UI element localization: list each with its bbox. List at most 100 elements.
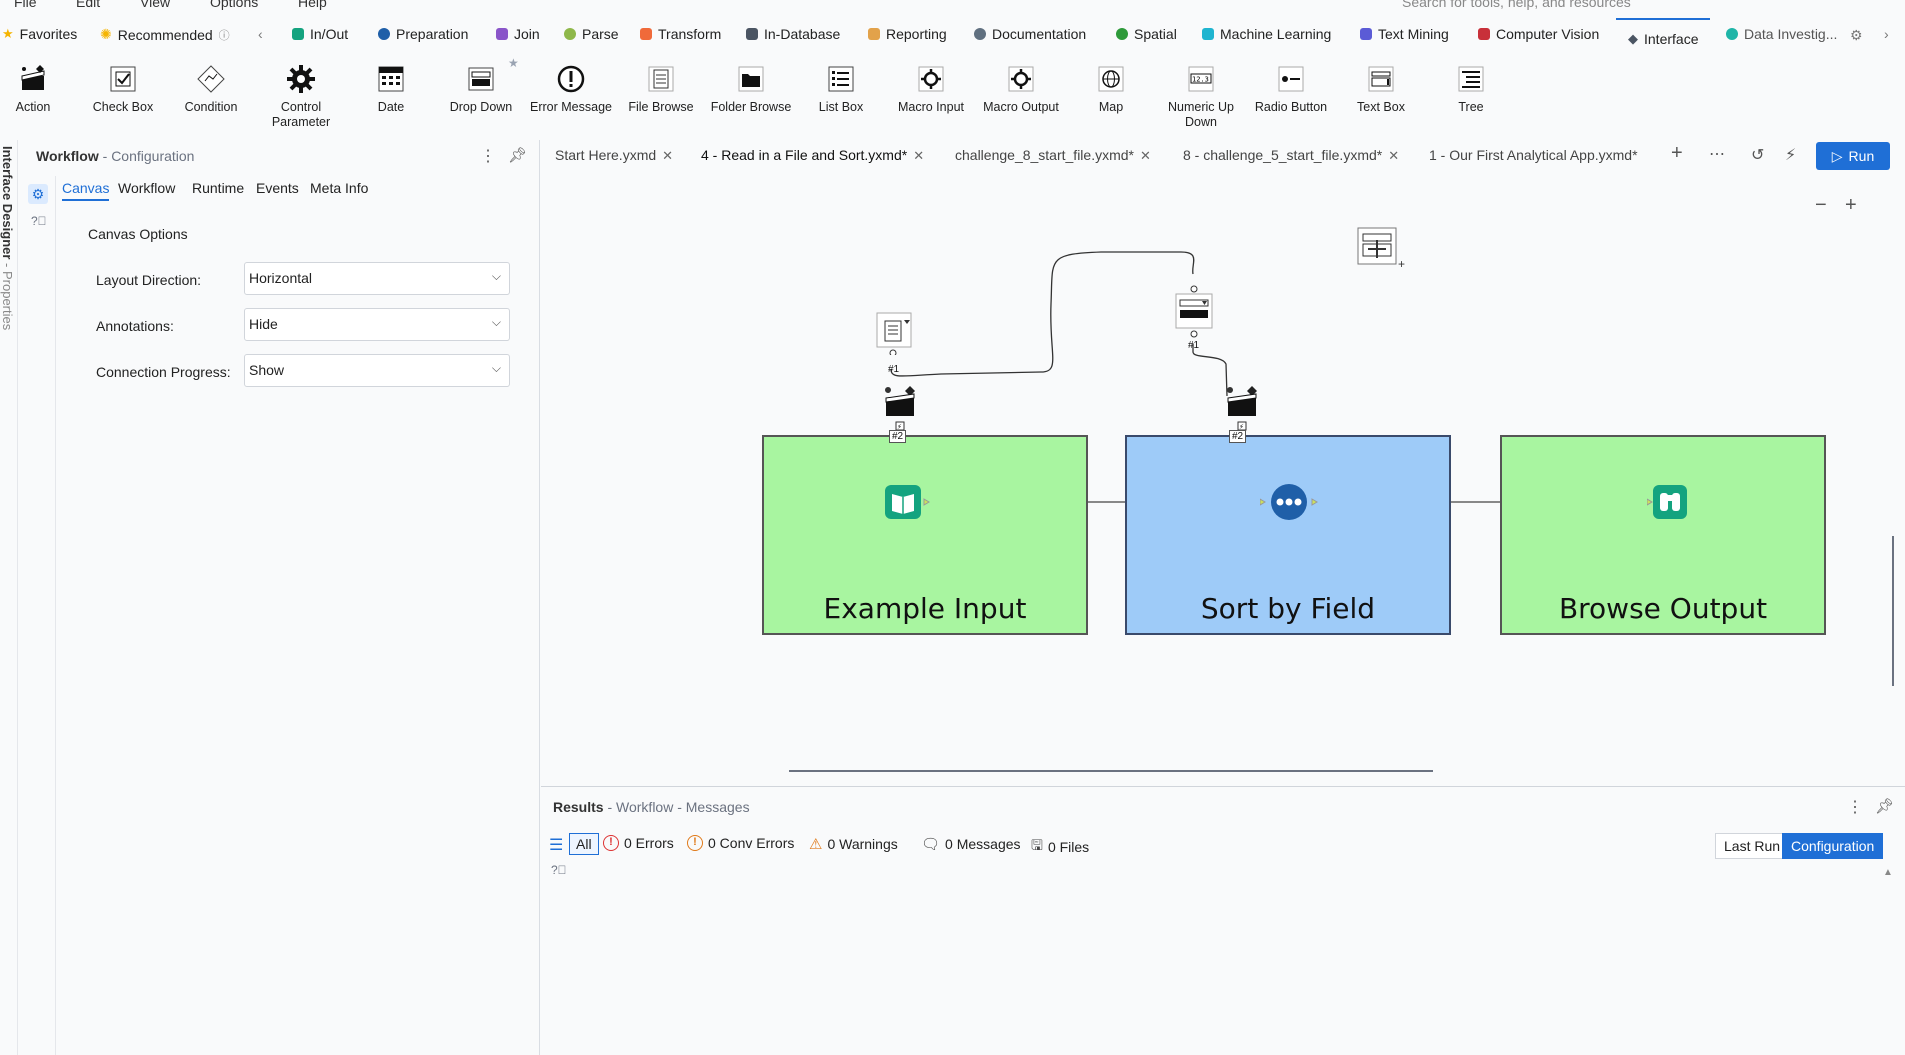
file-browse-node[interactable] [875,311,915,358]
sort-node[interactable] [1259,482,1320,527]
tab-runtime[interactable]: Runtime [192,180,245,196]
more-options-icon[interactable]: ⋮ [1847,799,1863,816]
layout-direction-select[interactable]: Horizontal⌵ [244,262,510,295]
input-data-node[interactable] [884,482,930,525]
tab-meta-info[interactable]: Meta Info [310,180,369,196]
doc-tab-challenge-8[interactable]: challenge_8_start_file.yxmd*✕ [955,147,1151,163]
calendar-icon [376,64,406,94]
run-button[interactable]: ▷Run [1816,142,1890,170]
gear-icon[interactable]: ⚙ [1850,27,1863,43]
tool-macro-input[interactable]: Macro Input [888,64,974,115]
filter-warnings[interactable]: ⚠0 Warnings [809,836,898,853]
tool-condition[interactable]: Condition [168,64,254,115]
tool-map[interactable]: Map [1068,64,1154,115]
drop-down-node[interactable] [1174,284,1214,341]
list-view-icon[interactable]: ☰ [549,837,564,854]
menu-view[interactable]: View [140,0,171,10]
menu-help[interactable]: Help [298,0,327,10]
more-options-icon[interactable]: ⋮ [480,148,496,165]
workflow-canvas[interactable]: − + Example Input Sort by Field Browse O… [541,174,1905,784]
tab-preparation[interactable]: Preparation [378,26,468,42]
help-icon[interactable]: ?⃝ [31,214,47,228]
doc-tab-read-in-file[interactable]: 4 - Read in a File and Sort.yxmd*✕ [701,147,925,163]
tab-documentation[interactable]: Documentation [974,26,1086,42]
tab-canvas[interactable]: Canvas [62,180,110,201]
tool-control-parameter[interactable]: Control Parameter [258,64,344,130]
tool-radio-button[interactable]: Radio Button [1248,64,1334,115]
tab-spatial[interactable]: Spatial [1116,26,1177,42]
close-icon[interactable]: ✕ [1388,148,1400,163]
annotations-select[interactable]: Hide⌵ [244,308,510,341]
last-run-button[interactable]: Last Run [1715,833,1790,859]
tool-date[interactable]: Date [348,64,434,115]
tool-action[interactable]: Action [0,64,76,115]
chevron-left-icon[interactable]: ‹ [258,26,263,42]
tab-in-out[interactable]: In/Out [292,26,348,42]
dragged-text-box-tool[interactable]: + [1356,226,1406,275]
action-node-sort[interactable]: ⚡︎ [1222,384,1262,443]
magic-wand-icon[interactable]: ⚡︎ [1785,147,1797,164]
close-icon[interactable]: ✕ [662,148,674,163]
filter-errors[interactable]: !0 Errors [603,835,674,851]
tab-transform[interactable]: Transform [640,26,721,42]
more-tabs-icon[interactable]: ⋯ [1709,146,1725,163]
tab-favorites[interactable]: ★Favorites [2,26,78,42]
tab-events[interactable]: Events [256,180,299,196]
browse-node[interactable] [1646,482,1691,525]
interface-designer-tab[interactable]: Interface Designer - Properties [0,146,15,331]
container-browse-output[interactable]: Browse Output [1500,435,1826,635]
new-tab-plus-icon[interactable]: + [1671,142,1683,164]
zoom-out-icon[interactable]: − [1815,194,1827,216]
tab-machine-learning[interactable]: Machine Learning [1202,26,1331,42]
tab-parse[interactable]: Parse [564,26,619,42]
help-icon[interactable]: ?⃝ [551,863,567,877]
doc-tab-start-here[interactable]: Start Here.yxmd✕ [555,147,674,163]
filter-all[interactable]: All [569,833,599,855]
tab-interface[interactable]: ◆Interface [1616,18,1711,50]
tool-check-box[interactable]: Check Box [80,64,166,115]
close-icon[interactable]: ✕ [913,148,925,163]
tab-text-mining[interactable]: Text Mining [1360,26,1449,42]
history-icon[interactable]: ↺ [1751,147,1765,164]
chevron-right-icon[interactable]: › [1884,26,1889,42]
connection-progress-select[interactable]: Show⌵ [244,354,510,387]
tab-data-investigation[interactable]: Data Investig... [1726,26,1837,42]
tab-in-database[interactable]: In-Database [746,26,840,42]
filter-files[interactable]: 🖫0 Files [1031,835,1089,859]
tab-join[interactable]: Join [496,26,540,42]
settings-gear-icon[interactable]: ⚙ [28,184,48,204]
filter-messages[interactable]: 🗨︎0 Messages [921,836,1021,853]
favorite-star-icon[interactable]: ★ [508,56,519,70]
configuration-button[interactable]: Configuration [1782,833,1884,859]
zoom-in-icon[interactable]: + [1845,194,1857,216]
search-input[interactable]: Search for tools, help, and resources [1402,0,1631,10]
menu-file[interactable]: File [14,0,37,10]
pin-icon[interactable]: 📌︎ [1875,798,1895,815]
tab-workflow[interactable]: Workflow [118,180,176,196]
container-example-input[interactable]: Example Input [762,435,1088,635]
tab-computer-vision[interactable]: Computer Vision [1478,26,1599,42]
menu-edit[interactable]: Edit [76,0,101,10]
tool-file-browse[interactable]: File Browse [618,64,704,115]
pin-icon[interactable]: 📌︎ [508,147,528,164]
tab-reporting[interactable]: Reporting [868,26,947,42]
tool-folder-browse[interactable]: Folder Browse [708,64,794,115]
close-icon[interactable]: ✕ [1140,148,1151,163]
tool-tree[interactable]: Tree [1428,64,1514,115]
tool-drop-down[interactable]: Drop Down [438,64,524,115]
doc-tab-challenge-5[interactable]: 8 - challenge_5_start_file.yxmd*✕ [1183,147,1400,163]
doc-tab-first-analytical-app[interactable]: 1 - Our First Analytical App.yxmd* [1429,147,1638,163]
menu-options[interactable]: Options [210,0,259,10]
tool-list-box[interactable]: List Box [798,64,884,115]
vertical-scrollbar[interactable] [1892,536,1894,686]
tool-error-message[interactable]: Error Message [528,64,614,115]
scroll-up-arrow-icon[interactable]: ▲ [1883,867,1893,878]
action-node-input[interactable]: ⚡︎ [880,384,920,443]
container-sort-by-field[interactable]: Sort by Field [1125,435,1451,635]
tool-macro-output[interactable]: Macro Output [978,64,1064,115]
horizontal-scrollbar[interactable] [789,770,1433,772]
filter-conv-errors[interactable]: !0 Conv Errors [687,835,794,851]
tool-text-box[interactable]: Text Box [1338,64,1424,115]
